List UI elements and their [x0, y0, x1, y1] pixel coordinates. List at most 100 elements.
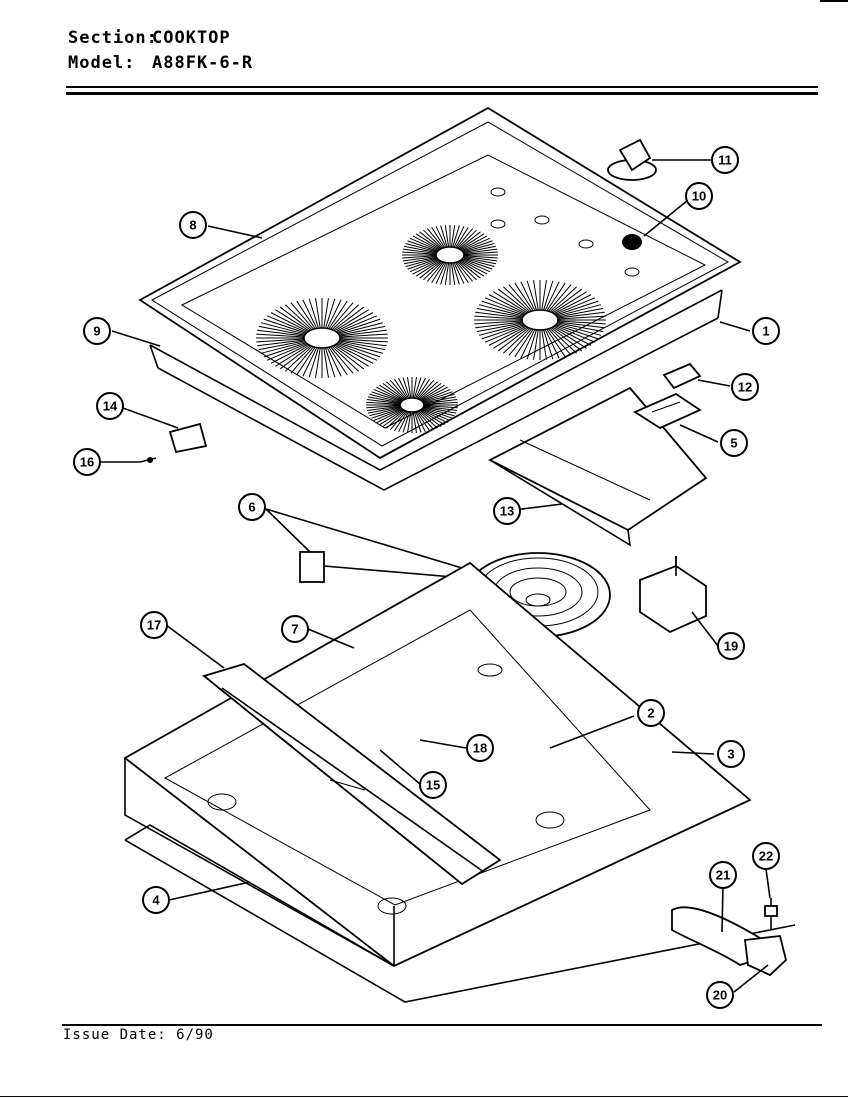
svg-text:6: 6 [248, 500, 255, 515]
burst-ray [460, 235, 488, 251]
burst-ray [552, 326, 587, 349]
burst-ray [371, 407, 402, 419]
burst-ray [493, 291, 528, 314]
burst-ray [366, 401, 401, 405]
svg-text:18: 18 [473, 741, 487, 756]
burst-ray [263, 342, 307, 358]
burst-ray [444, 262, 450, 285]
burst-ray [323, 298, 329, 329]
burst-ray [417, 410, 435, 431]
burst-center [399, 397, 425, 413]
burst-ray [450, 225, 456, 248]
burst-ray [419, 382, 442, 400]
burst-ray [553, 325, 592, 346]
burst-ray [366, 405, 401, 409]
burst-ray [520, 329, 536, 359]
burst-ray [402, 248, 437, 254]
leader-lines [101, 159, 771, 993]
burst-ray [488, 294, 527, 315]
burst-ray [406, 377, 412, 399]
callout-12: 12 [731, 373, 759, 401]
burst-ray [256, 338, 305, 343]
burst-ray [557, 315, 606, 320]
callout-8: 8 [179, 211, 207, 239]
burst-ray [557, 321, 605, 329]
callout-7: 7 [281, 615, 309, 643]
burst-ray [459, 260, 485, 277]
burst-ray [373, 408, 403, 422]
callout-18: 18 [466, 734, 494, 762]
burst-ray [418, 410, 438, 429]
burst-ray [422, 393, 455, 403]
burst-ray [386, 381, 406, 400]
burst-ray [460, 259, 488, 275]
svg-text:4: 4 [152, 893, 160, 908]
burst-ray [481, 324, 525, 340]
burst-ray [270, 312, 309, 333]
burst-ray [552, 291, 587, 314]
burst-ray [407, 258, 438, 270]
burst-ray [339, 338, 388, 343]
burst-ray [423, 405, 458, 409]
svg-text:17: 17 [147, 618, 161, 633]
burst-ray [493, 326, 528, 349]
burst-ray [325, 347, 336, 378]
burst-ray [337, 318, 381, 334]
control-holes [490, 187, 640, 277]
burst-ray [393, 411, 408, 432]
burst-ray [444, 225, 450, 248]
plate-part [633, 392, 702, 430]
burst-ray [551, 288, 583, 313]
burst-ray [481, 300, 525, 316]
burst-ray [456, 228, 474, 249]
burst-ray [376, 386, 403, 402]
burst-ray [284, 345, 313, 372]
bottom-edge-rule [0, 1096, 848, 1097]
burst-ray [463, 255, 498, 259]
burst-ray [456, 261, 474, 282]
burst-ray [339, 339, 387, 347]
burst-ray [270, 343, 309, 364]
burst-ray [453, 262, 465, 284]
burst-ray [476, 307, 523, 318]
callout-21: 21 [709, 861, 737, 889]
burst-ray [336, 315, 378, 333]
switch-part [662, 362, 702, 390]
burst-center [303, 327, 341, 349]
burst-ray [541, 329, 547, 360]
burst-ray [478, 323, 524, 336]
burst-ray [379, 409, 404, 426]
burst-ray [484, 325, 526, 343]
svg-text:3: 3 [727, 747, 734, 762]
callout-1: 1 [752, 317, 780, 345]
burst-ray [308, 298, 319, 329]
svg-text:16: 16 [80, 455, 94, 470]
callout-9: 9 [83, 317, 111, 345]
burst-ray [543, 280, 554, 311]
burst-ray [457, 261, 478, 281]
burst-ray [416, 411, 431, 432]
burst-ray [412, 235, 440, 251]
burst-ray [412, 411, 418, 433]
burst-ray [413, 411, 422, 433]
svg-text:19: 19 [724, 639, 738, 654]
gasket-layers [149, 289, 723, 491]
svg-text:7: 7 [291, 622, 298, 637]
burst-ray [258, 325, 305, 336]
burst-ray [484, 297, 526, 315]
burst-ray [369, 407, 402, 417]
burst-ray [497, 288, 529, 313]
burst-ray [422, 407, 453, 419]
burst-ray [422, 391, 453, 403]
burst-ray [463, 256, 498, 262]
burst-ray [548, 284, 572, 312]
burst-ray [421, 408, 451, 422]
burst-ray [426, 228, 444, 249]
burst-ray [544, 329, 560, 359]
section-key: Section: [68, 28, 158, 48]
burst-ray [420, 409, 445, 426]
burst-ray [526, 329, 537, 360]
burst-ray [462, 258, 493, 270]
burst-ray [339, 333, 388, 338]
